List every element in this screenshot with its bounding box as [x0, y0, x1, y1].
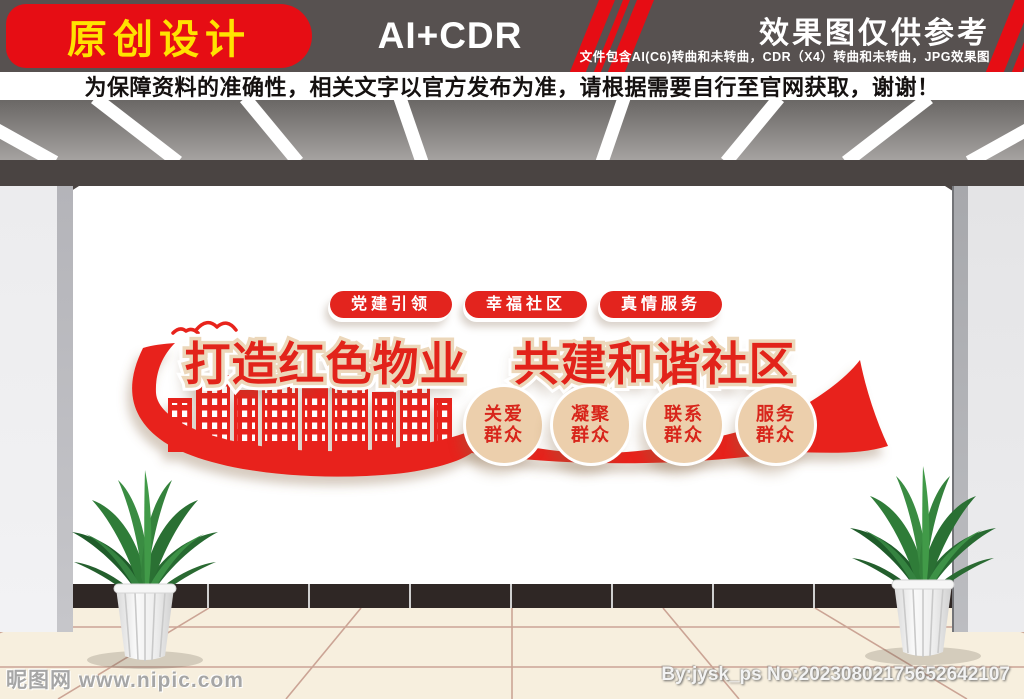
wall-skirting: [73, 584, 952, 608]
main-title-outline-white: 打造红色物业 共建和谐社区: [178, 332, 801, 397]
circle-text: 关爱: [484, 404, 524, 424]
file-format-label: AI+CDR: [377, 15, 523, 56]
circle-text: 群众: [571, 425, 611, 445]
main-title-text: 打造红色物业 共建和谐社区: [184, 338, 796, 390]
right-plant: [849, 465, 997, 666]
birds-icon: [171, 320, 238, 335]
city-skyline: [168, 355, 452, 452]
original-design-label: 原创设计: [67, 18, 251, 62]
original-design-badge: 原创设计: [6, 4, 312, 68]
watermark-left: 昵图网 www.nipic.com: [6, 669, 244, 692]
circle-text: 群众: [484, 425, 524, 445]
slogan-banners: 党建引领 幸福社区 真情服务: [330, 291, 723, 318]
circle-text: 群众: [664, 425, 704, 445]
circle-guanai: 关爱 群众: [466, 387, 542, 463]
circle-ningju: 凝聚 群众: [553, 387, 629, 463]
watermark-right: By:jysk_ps No:20230802175652642107: [661, 664, 1010, 685]
left-column: [0, 186, 57, 632]
right-column: [968, 186, 1024, 632]
circle-lianxi: 联系 群众: [646, 387, 722, 463]
red-ribbon-left: [132, 343, 474, 477]
reference-title: 效果图仅供参考: [759, 17, 990, 50]
ceiling-panels: [0, 100, 1024, 160]
circle-text: 联系: [664, 404, 704, 424]
reference-subtitle: 文件包含AI(C6)转曲和未转曲，CDR（X4）转曲和未转曲，JPG效果图: [579, 50, 990, 64]
header-bar: 原创设计 AI+CDR 效果图仅供参考 文件包含AI(C6)转曲和未转曲，CDR…: [0, 0, 1024, 82]
notice-band: 为保障资料的准确性，相关文字以官方发布为准，请根据需要自行至官网获取，谢谢！: [0, 72, 1024, 100]
banner-zhenqing: 真情服务: [600, 291, 723, 318]
left-plant: [71, 469, 219, 670]
main-title: 打造红色物业 共建和谐社区 打造红色物业 共建和谐社区 打造红色物业 共建和谐社…: [152, 328, 828, 397]
notice-text: 为保障资料的准确性，相关文字以官方发布为准，请根据需要自行至官网获取，谢谢！: [84, 75, 940, 100]
banner-dangjian: 党建引领: [330, 291, 453, 318]
circle-text: 凝聚: [571, 404, 611, 424]
main-title-outline-beige: 打造红色物业 共建和谐社区: [181, 335, 798, 394]
circle-text: 服务: [756, 404, 796, 424]
left-column-edge: [57, 186, 73, 632]
ceiling-beam: [0, 160, 1024, 186]
banner-xingfu: 幸福社区: [465, 291, 588, 318]
circle-text: 群众: [756, 425, 796, 445]
circle-fuwu: 服务 群众: [738, 387, 814, 463]
